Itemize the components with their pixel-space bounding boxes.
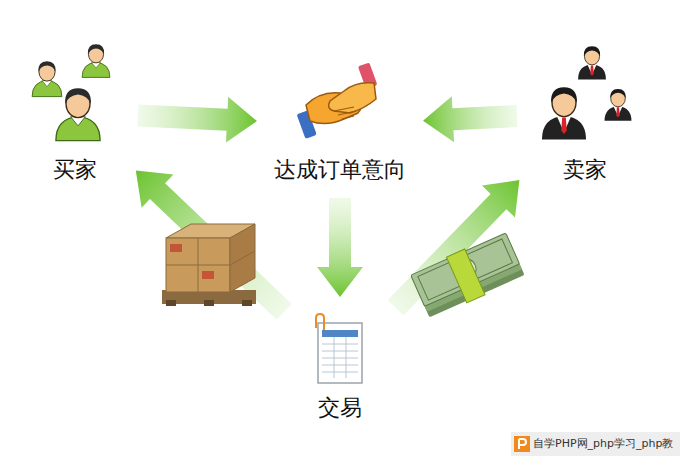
document-icon: [316, 314, 362, 383]
handshake-icon: [297, 62, 378, 138]
node-label: 达成订单意向: [274, 157, 406, 183]
agreement-node: 达成订单意向: [265, 60, 415, 190]
flow-arrow: [423, 96, 518, 142]
watermark-logo: [514, 436, 530, 452]
seller-icons: [542, 46, 632, 139]
flow-arrow: [138, 97, 258, 143]
node-label: 买家: [53, 157, 97, 183]
watermark: 自学PHP网_php学习_php教: [511, 432, 680, 456]
buyer-node: 买家: [20, 35, 130, 190]
trade-node: 交易: [290, 305, 390, 425]
seller-node: 卖家: [525, 35, 645, 190]
cargo-boxes: [162, 224, 256, 306]
node-label: 交易: [318, 395, 362, 421]
flow-arrow: [136, 170, 292, 319]
money-stack: [410, 231, 525, 319]
watermark-text: 自学PHP网_php学习_php教: [533, 437, 673, 451]
node-label: 卖家: [563, 157, 607, 183]
buyer-icons: [32, 44, 110, 140]
flow-arrow: [317, 198, 363, 297]
